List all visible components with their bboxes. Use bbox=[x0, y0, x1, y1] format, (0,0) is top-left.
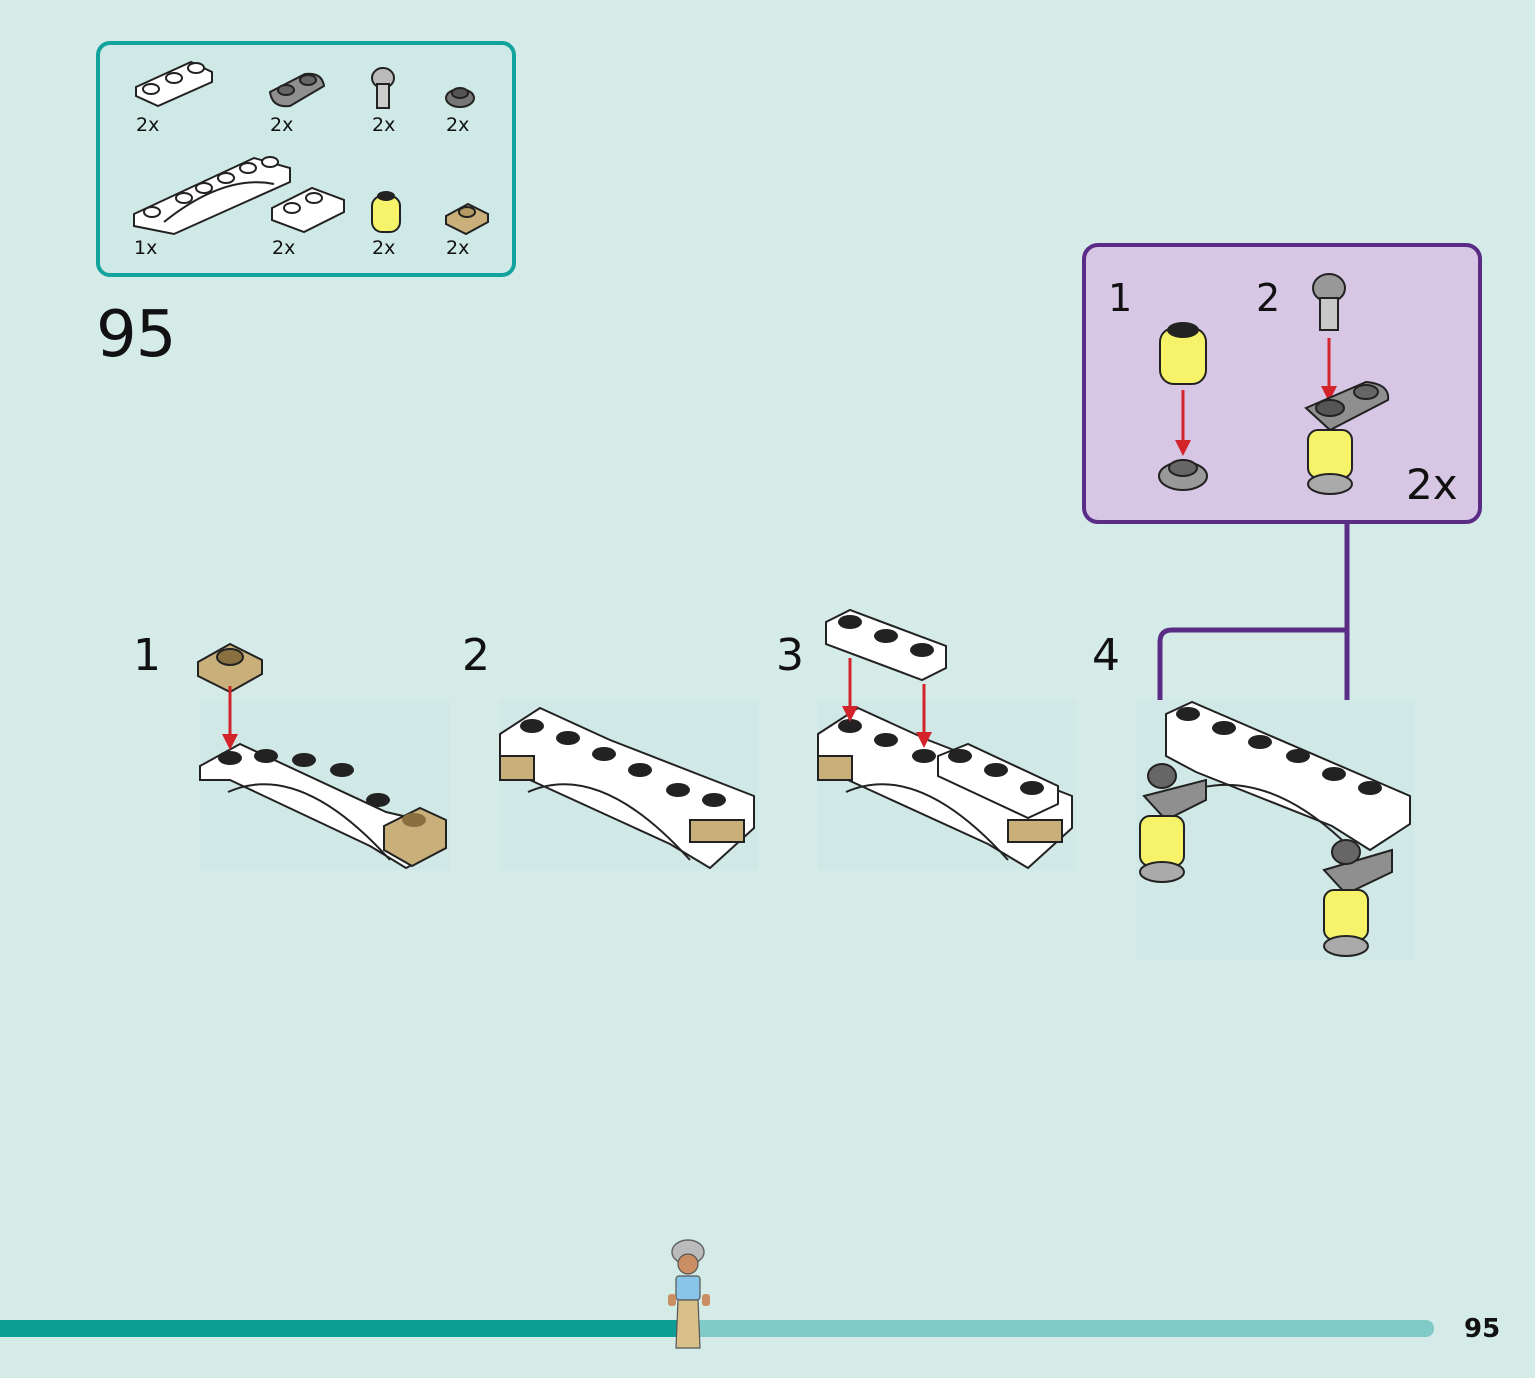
part-qty: 2x bbox=[270, 114, 294, 136]
part-white-plate-1x3 bbox=[135, 60, 213, 108]
part-qty: 2x bbox=[446, 237, 470, 259]
sub-assembly-callout bbox=[1082, 243, 1482, 524]
substep-2-model bbox=[499, 700, 758, 870]
part-qty: 1x bbox=[134, 237, 158, 259]
part-rail-plate bbox=[271, 186, 345, 234]
part-round-plate bbox=[445, 87, 475, 108]
progress-fill bbox=[0, 1320, 688, 1337]
substep-3-model bbox=[817, 700, 1076, 870]
progress-bar bbox=[0, 1320, 1434, 1337]
page-number: 95 bbox=[1464, 1314, 1501, 1344]
part-qty: 2x bbox=[136, 114, 160, 136]
callout-step-1: 1 bbox=[1108, 276, 1133, 320]
callout-grey-bar bbox=[1312, 273, 1346, 331]
substep-1-model bbox=[199, 700, 450, 870]
callout-lamp-assembly bbox=[1304, 380, 1390, 495]
substep-4-model bbox=[1136, 700, 1414, 960]
callout-yellow-brick bbox=[1159, 322, 1207, 385]
part-qty: 2x bbox=[446, 114, 470, 136]
part-qty: 2x bbox=[272, 237, 296, 259]
minifigure-progress-marker bbox=[668, 1239, 710, 1349]
part-dark-grey-plate bbox=[268, 72, 326, 108]
callout-step-2: 2 bbox=[1256, 276, 1281, 320]
substep-3-number: 3 bbox=[776, 630, 804, 681]
part-tan-plate bbox=[445, 202, 489, 236]
callout-round-plate bbox=[1158, 459, 1208, 491]
substep-2-number: 2 bbox=[462, 630, 490, 681]
part-qty: 2x bbox=[372, 237, 396, 259]
step-number: 95 bbox=[96, 298, 176, 372]
substep-1-number: 1 bbox=[133, 630, 161, 681]
part-white-arch bbox=[133, 156, 291, 236]
part-qty: 2x bbox=[372, 114, 396, 136]
part-grey-bar bbox=[371, 67, 395, 109]
substep-3-plate bbox=[825, 608, 947, 682]
substep-1-tan-plate bbox=[197, 642, 263, 694]
part-yellow-brick bbox=[371, 191, 401, 233]
callout-multiplier: 2x bbox=[1406, 460, 1458, 509]
substep-4-number: 4 bbox=[1092, 630, 1120, 681]
